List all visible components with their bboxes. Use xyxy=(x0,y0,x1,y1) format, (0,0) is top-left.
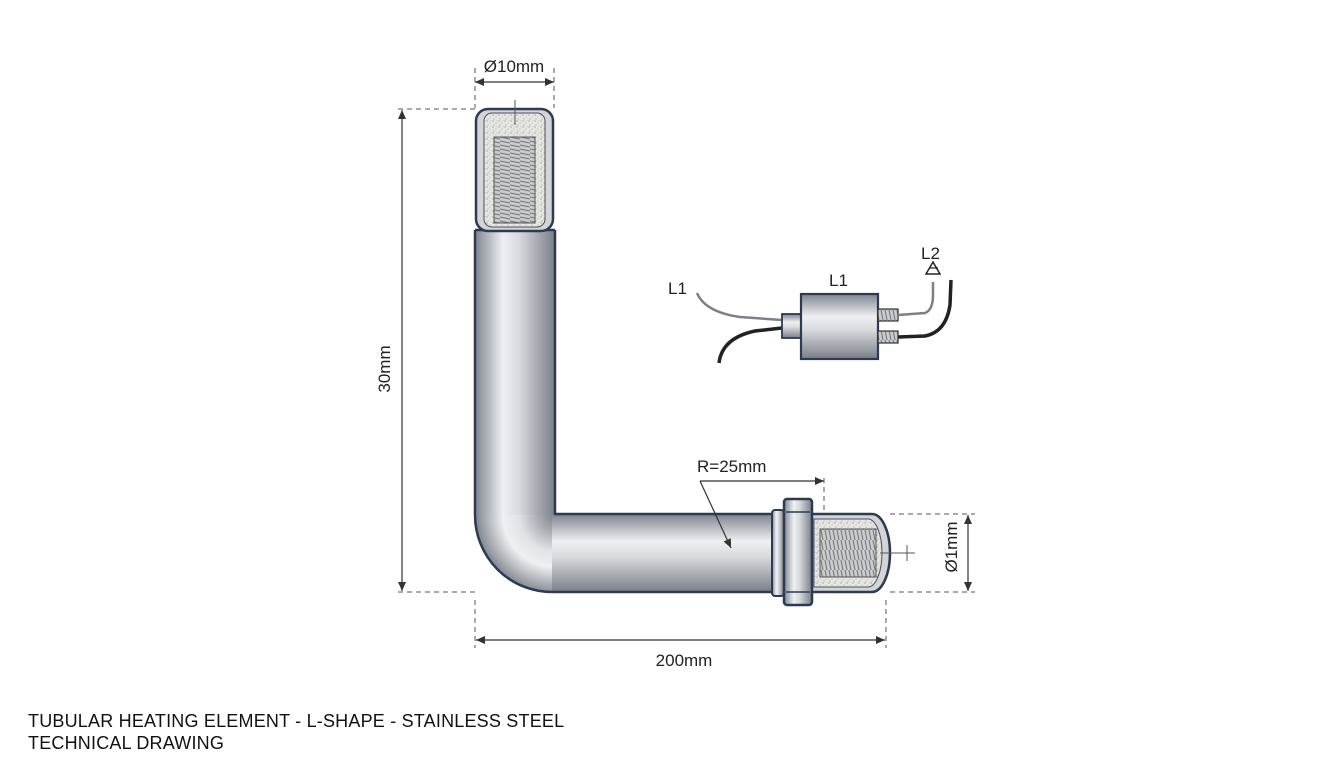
top-diameter-label: Ø10mm xyxy=(484,57,544,76)
right-wire-lower xyxy=(897,279,953,339)
extension-lines xyxy=(398,68,975,648)
dimension-end-diameter: Ø1mm xyxy=(942,515,972,591)
tube-bend-fill xyxy=(475,514,555,592)
top-terminal xyxy=(474,100,555,233)
dimension-height: 30mm xyxy=(375,110,406,591)
horizontal-tube-section xyxy=(552,514,782,592)
bend-radius-label: R=25mm xyxy=(697,457,766,476)
junction-box xyxy=(799,292,880,361)
right-terminal xyxy=(808,512,915,594)
end-diameter-label: Ø1mm xyxy=(942,522,961,573)
left-wire-lower xyxy=(717,326,783,364)
wiring-detail: L1 L1 L2 xyxy=(668,244,953,364)
wire-sleeve xyxy=(781,313,803,339)
caption-subtitle: TECHNICAL DRAWING xyxy=(28,733,225,753)
vertical-tube-section xyxy=(475,230,555,520)
terminal-thread-upper xyxy=(877,308,899,322)
wire-label-right: L2 xyxy=(921,244,940,263)
junction-box-label: L1 xyxy=(829,271,848,290)
length-label: 200mm xyxy=(656,651,713,670)
wire-label-left: L1 xyxy=(668,279,687,298)
right-wire-upper xyxy=(897,282,935,317)
tube-outline xyxy=(473,230,782,594)
dimension-top-diameter: Ø10mm xyxy=(475,57,554,86)
flange-collar xyxy=(771,497,814,607)
dimension-length: 200mm xyxy=(476,636,885,670)
dimension-bend-radius: R=25mm xyxy=(697,457,824,549)
height-label: 30mm xyxy=(375,345,394,392)
terminal-thread-lower xyxy=(877,330,899,344)
caption-title: TUBULAR HEATING ELEMENT - L-SHAPE - STAI… xyxy=(28,711,565,731)
left-wire-upper xyxy=(695,292,783,322)
heating-tube xyxy=(473,228,782,594)
